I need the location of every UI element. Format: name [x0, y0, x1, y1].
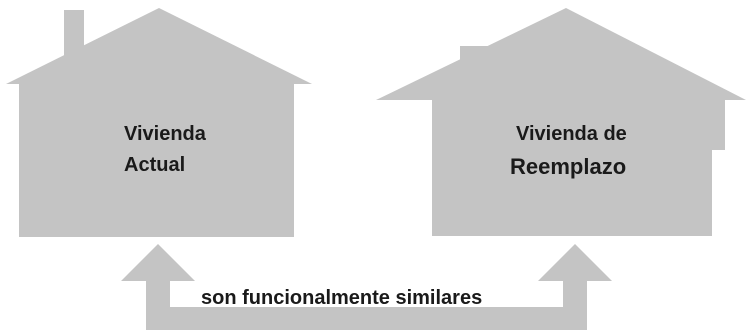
house-current-label-line2: Actual	[124, 154, 185, 176]
house-current-label-line1: Vivienda	[124, 123, 207, 145]
house-replacement-label-line1: Vivienda de	[516, 123, 627, 145]
double-headed-arrow	[121, 244, 612, 330]
house-current-roof	[6, 8, 312, 84]
house-replacement: Vivienda de Reemplazo	[376, 8, 746, 236]
house-replacement-label-line2: Reemplazo	[510, 154, 626, 179]
house-current-chimney	[64, 10, 84, 58]
house-current-body	[19, 82, 294, 237]
house-replacement-body	[432, 98, 725, 236]
house-current: Vivienda Actual	[6, 8, 312, 237]
similarity-connector-label: son funcionalmente similares	[201, 287, 482, 309]
house-replacement-roof	[376, 8, 746, 100]
similarity-connector: son funcionalmente similares	[121, 244, 612, 330]
